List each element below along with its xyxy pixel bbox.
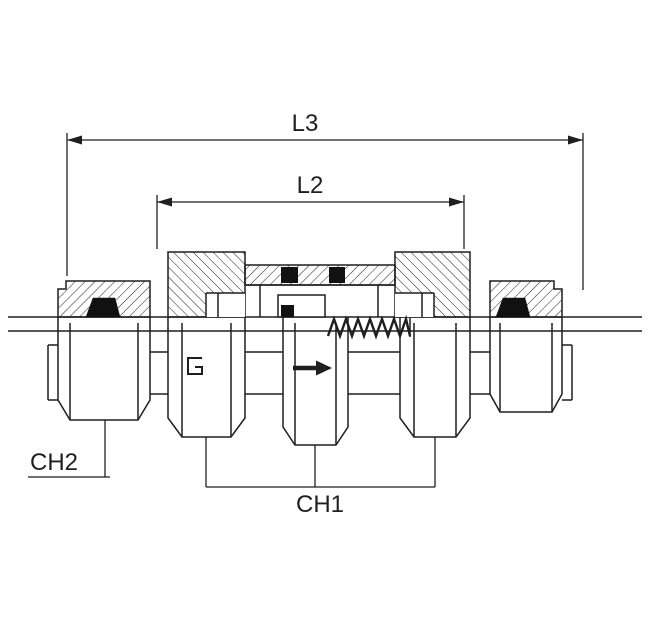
cap-seal-right xyxy=(329,267,345,283)
left-flange-bore xyxy=(206,293,245,317)
gap-cylinder-2 xyxy=(245,351,283,395)
right-cutting-ring-seal xyxy=(495,297,531,318)
gap-cylinder-4 xyxy=(470,351,490,395)
ch1-label: CH1 xyxy=(296,491,344,518)
dimension-l2: L2 xyxy=(156,172,465,249)
gap-cylinder-1 xyxy=(150,351,168,395)
right-nut-outline xyxy=(489,317,563,413)
valve-section-top xyxy=(57,251,563,337)
spring xyxy=(326,314,412,340)
l3-label: L3 xyxy=(292,110,319,137)
poppet-o-ring xyxy=(281,305,294,317)
left-nut-back-step xyxy=(47,344,58,401)
dimension-l3: L3 xyxy=(66,110,584,290)
leader-ch1: CH1 xyxy=(205,437,436,518)
l3-arrow-right xyxy=(568,135,583,145)
l3-arrow-left xyxy=(67,135,82,145)
flow-arrow-head xyxy=(316,360,332,376)
ch2-label: CH2 xyxy=(30,449,78,476)
left-cutting-ring-seal xyxy=(85,297,121,318)
flow-arrow-icon xyxy=(293,360,332,376)
left-coupling-hex-outline xyxy=(167,317,246,438)
center-hex-outline xyxy=(282,317,349,446)
leader-ch2: CH2 xyxy=(28,420,110,478)
left-nut-outline xyxy=(57,317,151,421)
valve-external-bottom xyxy=(47,317,573,446)
cap-seal-left xyxy=(281,267,298,283)
l2-label: L2 xyxy=(297,172,324,199)
right-flange-bore xyxy=(395,293,434,317)
gap-cylinder-3 xyxy=(348,351,400,395)
l2-arrow-right xyxy=(449,197,464,207)
pipe-lines xyxy=(8,316,642,332)
spring-coils xyxy=(326,314,412,340)
l2-arrow-left xyxy=(157,197,172,207)
manufacturer-mark-icon xyxy=(187,357,203,375)
center-cap-section xyxy=(244,264,396,286)
right-nut-back-step xyxy=(562,344,573,401)
